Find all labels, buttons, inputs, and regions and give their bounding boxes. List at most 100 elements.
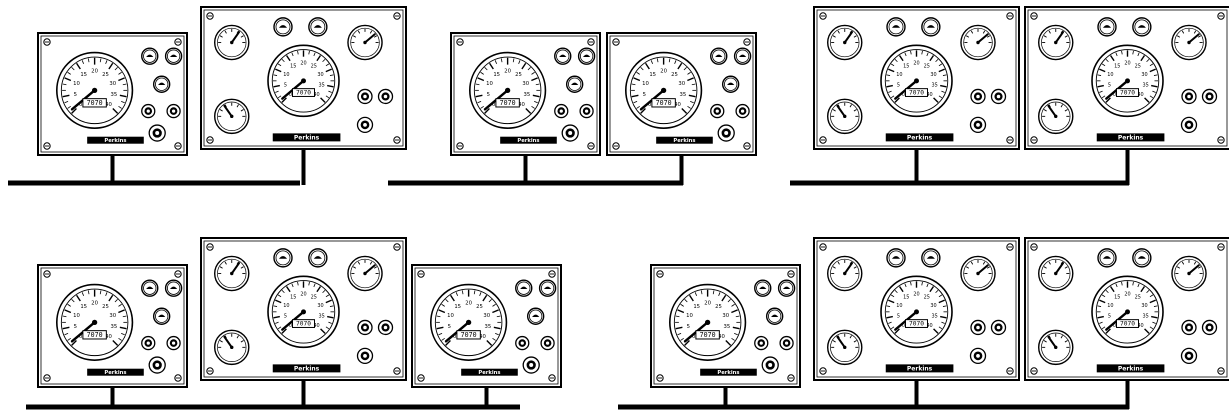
- tacho-scale-label: 5: [487, 92, 490, 98]
- rotary-switch-knob-center: [741, 109, 744, 112]
- tacho-scale-label: 30: [109, 313, 116, 319]
- panel-group-1: 05101520253035407070Perkins0510152025303…: [38, 7, 406, 155]
- tacho-scale-label: 10: [283, 303, 289, 309]
- tacho-scale-label: 10: [73, 81, 80, 87]
- tacho-scale-label: 20: [300, 291, 306, 297]
- needle-hub: [301, 78, 306, 83]
- tacho-scale-label: 5: [74, 324, 77, 330]
- instrument-panel-compact: 05101520253035407070Perkins: [607, 33, 756, 155]
- needle-hub: [505, 88, 510, 93]
- rotary-switch-knob-center: [147, 109, 150, 112]
- needle-hub: [705, 320, 710, 325]
- instrument-panel-compact: 05101520253035407070Perkins: [651, 265, 800, 387]
- fuel-gauge-hub: [1054, 41, 1057, 44]
- needle-hub: [1125, 309, 1130, 314]
- tacho-scale-label: 5: [74, 92, 77, 98]
- instrument-panel-full: 05101520253035407070Perkins: [814, 7, 1019, 149]
- hour-meter-value: 7070: [87, 331, 103, 339]
- tacho-scale-label: 25: [311, 63, 317, 69]
- tacho-scale-label: 5: [643, 92, 646, 98]
- start-button-knob-center: [363, 123, 367, 127]
- start-button-knob-center: [976, 354, 980, 358]
- rotary-switch-knob-center: [560, 109, 563, 112]
- rotary-switch-knob-center: [760, 341, 763, 344]
- tacho-scale-label: 20: [504, 69, 511, 75]
- tacho-scale-label: 15: [454, 304, 461, 310]
- rotary-switch-knob-center: [147, 341, 150, 344]
- start-button-knob-center: [568, 131, 572, 135]
- tacho-scale-label: 15: [290, 294, 296, 300]
- tacho-scale-label: 15: [493, 72, 500, 78]
- tacho-scale-label: 25: [715, 304, 722, 310]
- panel-group-5: 05101520253035407070Perkins0510152025303…: [651, 238, 1229, 387]
- tacho-scale-label: 30: [109, 81, 116, 87]
- tacho-scale-label: 5: [1108, 82, 1111, 88]
- instrument-panel-compact: 05101520253035407070Perkins: [38, 265, 187, 387]
- rotary-switch-knob-center: [1208, 95, 1212, 99]
- temperature-gauge-hub: [843, 115, 846, 118]
- tacho-scale-label: 15: [290, 63, 296, 69]
- tacho-scale-label: 15: [693, 304, 700, 310]
- tacho-scale-label: 10: [686, 313, 693, 319]
- tacho-scale-label: 35: [485, 324, 492, 330]
- hour-meter-value: 7070: [296, 321, 311, 328]
- tacho-scale-label: 35: [680, 92, 687, 98]
- needle-hub: [92, 320, 97, 325]
- rotary-switch-knob-center: [785, 341, 788, 344]
- temperature-gauge-hub: [843, 346, 846, 349]
- tacho-scale-label: 30: [1141, 303, 1147, 309]
- oil-pressure-gauge-hub: [976, 41, 979, 44]
- tacho-scale-label: 10: [896, 72, 902, 78]
- tacho-scale-label: 30: [722, 313, 729, 319]
- tacho-scale-label: 10: [896, 303, 902, 309]
- tacho-scale-label: 10: [447, 313, 454, 319]
- tacho-scale-label: 35: [111, 92, 118, 98]
- fuel-gauge-hub: [843, 41, 846, 44]
- needle-hub: [92, 88, 97, 93]
- tacho-scale-label: 25: [515, 72, 522, 78]
- rotary-switch-knob-center: [363, 95, 367, 99]
- hour-meter-value: 7070: [909, 321, 924, 328]
- nameplate-text: Perkins: [478, 370, 500, 376]
- tacho-scale-label: 25: [1135, 294, 1141, 300]
- tacho-scale-label: 25: [476, 304, 483, 310]
- needle-hub: [301, 309, 306, 314]
- hour-meter-value: 7070: [461, 331, 477, 339]
- nameplate-text: Perkins: [104, 138, 126, 144]
- needle-hub: [914, 78, 919, 83]
- hour-meter-value: 7070: [87, 99, 103, 107]
- needle-hub: [466, 320, 471, 325]
- tacho-scale-label: 15: [903, 63, 909, 69]
- hour-meter-value: 7070: [1120, 90, 1135, 97]
- tacho-scale-label: 10: [73, 313, 80, 319]
- tacho-scale-label: 25: [924, 63, 930, 69]
- hour-meter-value: 7070: [1120, 321, 1135, 328]
- instrument-panel-full: 05101520253035407070Perkins: [1025, 238, 1229, 380]
- hour-meter-value: 7070: [296, 90, 311, 97]
- rotary-switch-knob-center: [997, 95, 1001, 99]
- hour-meter-value: 7070: [909, 90, 924, 97]
- rotary-switch-knob-center: [997, 326, 1001, 330]
- tacho-scale-label: 10: [486, 81, 493, 87]
- tacho-scale-label: 5: [448, 324, 451, 330]
- hour-meter-value: 7070: [656, 99, 672, 107]
- nameplate-text: Perkins: [717, 370, 739, 376]
- temperature-gauge-hub: [230, 346, 233, 349]
- rotary-switch-knob-center: [521, 341, 524, 344]
- hour-meter-value: 7070: [500, 99, 516, 107]
- panel-group-2: 05101520253035407070Perkins0510152025303…: [451, 33, 756, 155]
- rotary-switch-knob-center: [363, 326, 367, 330]
- tacho-scale-label: 20: [465, 301, 472, 307]
- start-button-knob-center: [768, 363, 772, 367]
- nameplate-text: Perkins: [517, 138, 539, 144]
- tacho-scale-label: 35: [724, 324, 731, 330]
- oil-pressure-gauge-hub: [363, 272, 366, 275]
- nameplate-text: Perkins: [1118, 365, 1144, 372]
- temperature-gauge-hub: [230, 115, 233, 118]
- tacho-scale-label: 25: [924, 294, 930, 300]
- rotary-switch-knob-center: [172, 109, 175, 112]
- needle-hub: [661, 88, 666, 93]
- tacho-scale-label: 20: [660, 69, 667, 75]
- tacho-scale-label: 20: [91, 69, 98, 75]
- rotary-switch-knob-center: [1208, 326, 1212, 330]
